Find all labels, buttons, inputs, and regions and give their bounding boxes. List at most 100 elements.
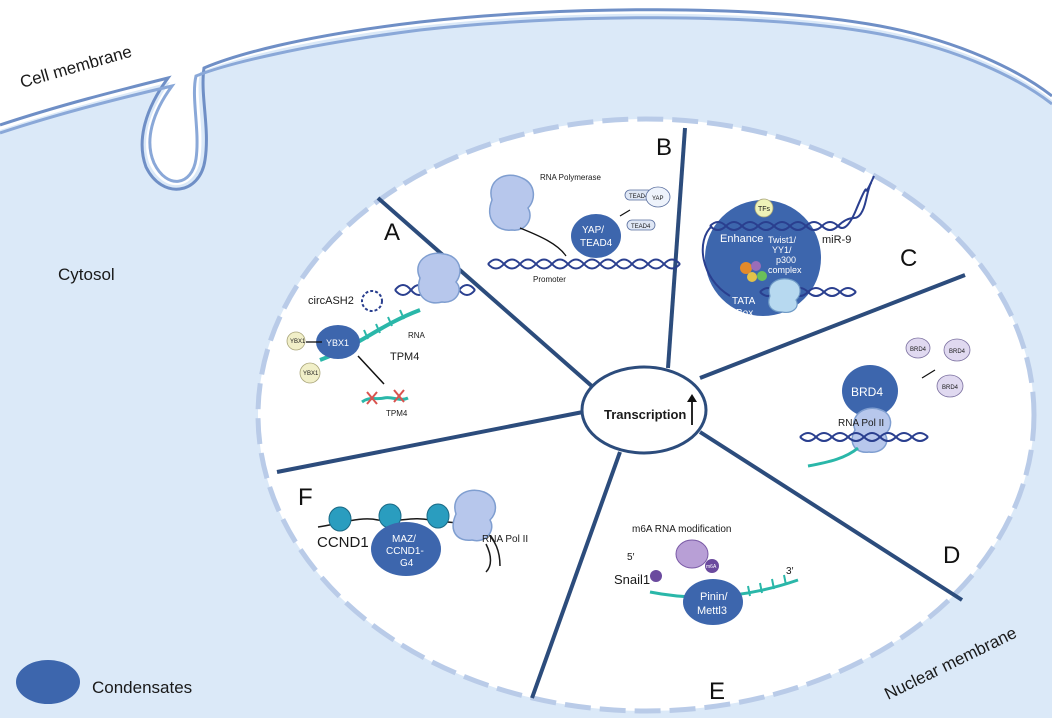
panel-a: A circASH2 RNA YBX1 TPM4 YBX1 YBX1: [286, 219, 476, 418]
tpm4-label-bottom: TPM4: [386, 409, 408, 418]
maz-line2: CCND1-: [386, 546, 424, 557]
ybx1-condensate-label: YBX1: [326, 338, 349, 348]
promoter-label: Promoter: [533, 275, 566, 284]
five-prime-label: 5′: [627, 552, 635, 563]
ybx1-small-2: [299, 362, 321, 384]
dna-helix-b: [487, 258, 681, 270]
circash2-label: circASH2: [308, 295, 354, 307]
rna-teeth-e: [747, 574, 787, 597]
yap-tead4-line1: YAP/: [582, 225, 604, 236]
nuclear-membrane-dashed: [255, 116, 1037, 714]
rna-polymerase-label: RNA Polymerase: [540, 173, 601, 182]
divider-de: [698, 430, 964, 602]
brd4-small-3: [936, 374, 964, 398]
condensates-legend-icon: [16, 660, 80, 704]
condensates-label: Condensates: [92, 678, 192, 697]
panel-c-letter: C: [900, 245, 917, 272]
mir9-label: miR-9: [822, 234, 851, 246]
divider-bc: [666, 127, 687, 369]
rna-polymerase-b: [489, 174, 535, 231]
rna-pol-d-label: RNA Pol II: [838, 418, 884, 429]
tfs-icon: [754, 198, 774, 218]
complex-line1: Twist1/: [768, 235, 797, 245]
brd4-condensate-label: BRD4: [851, 385, 883, 399]
panel-d: D BRD4 BRD4 BRD4 BRD4 RNA Pol II: [799, 337, 971, 569]
tead4-small-2-label: TEAD4: [631, 224, 651, 230]
panel-d-letter: D: [943, 542, 960, 569]
yap-tead4-line2: TEAD4: [580, 238, 613, 249]
tfs-label: TFs: [758, 206, 771, 213]
panel-a-letter: A: [384, 219, 400, 246]
cell-membrane-inner: [0, 16, 1052, 183]
cross-icon: [366, 389, 405, 405]
complex-line3: p300: [776, 255, 796, 265]
panel-e-letter: E: [709, 678, 725, 705]
tead4-small-2: [626, 219, 656, 231]
divider-ef: [530, 451, 622, 699]
brd4-small-1: [905, 337, 931, 359]
arrow-degrade: [357, 355, 385, 385]
rna-polymerase-f: [452, 489, 497, 542]
rna-strand-d: [807, 446, 859, 468]
ybx1-condensate: [316, 325, 360, 359]
panel-f-letter: F: [298, 484, 313, 511]
m6a-tag-label: m6A: [706, 564, 717, 570]
rna-label-a: RNA: [408, 331, 426, 340]
dna-loop-c: [701, 225, 731, 297]
panel-e: E m6A RNA modification m6A 5′ 3′ Snail1 …: [614, 524, 799, 705]
ccnd1-label: CCND1: [317, 534, 369, 551]
brd4-small-2-label: BRD4: [949, 349, 966, 355]
c-condensate: [705, 200, 821, 316]
transcription-label: Transcription: [604, 407, 686, 422]
m6a-mark-icon-2: [650, 570, 662, 582]
transcription-node: [580, 365, 708, 455]
enhance-label: Enhance: [720, 233, 763, 245]
arrow-pol-to-dna: [519, 227, 567, 257]
divider-cd: [699, 273, 966, 380]
brd4-small-2: [943, 338, 971, 362]
cytosol-label: Cytosol: [58, 265, 115, 284]
up-arrow-icon: [687, 394, 697, 425]
pinin-line2: Mettl3: [697, 605, 727, 617]
panel-c: C TFs Enhance Twist1/ YY1/ p300 complex …: [701, 175, 917, 319]
rna-pol-f-label: RNA Pol II: [482, 534, 528, 545]
dna-helix-d: [799, 432, 929, 442]
divider-fa: [276, 410, 584, 474]
divider-ab: [376, 196, 596, 390]
yap-small: [645, 186, 671, 208]
ybx1-small-1-label: YBX1: [290, 339, 306, 345]
tata-line2: Box: [736, 308, 753, 319]
panel-f: F CCND1 MAZ/ CCND1- G4 RNA Pol II: [298, 484, 528, 576]
complex-line2: YY1/: [772, 245, 792, 255]
maz-line1: MAZ/: [392, 534, 416, 545]
maz-line3: G4: [400, 558, 414, 569]
writer-protein-icon: [675, 539, 709, 569]
yap-tead4-condensate: [571, 214, 621, 258]
panel-b: B RNA Polymerase Promoter YAP/ TEAD4 TEA…: [487, 134, 681, 284]
yap-small-label: YAP: [652, 196, 664, 202]
brd4-small-1-label: BRD4: [910, 347, 927, 353]
brd4-condensate: [842, 365, 898, 417]
m6a-mark-icon: [705, 559, 719, 573]
arrow-brd4-in: [921, 369, 936, 379]
snail1-label: Snail1: [614, 572, 650, 587]
circash2-icon: [361, 290, 383, 312]
nucleosome-icons: [328, 503, 450, 532]
pinin-line1: Pinin/: [700, 591, 728, 603]
brd4-small-3-label: BRD4: [942, 385, 959, 391]
three-prime-label: 3′: [786, 566, 794, 577]
pinin-mettl3-condensate: [683, 579, 743, 625]
arrow-tead4-in: [619, 209, 631, 217]
dna-helix-c-top: [709, 175, 875, 231]
rna-polymerase-c: [768, 278, 801, 313]
ybx1-small-1: [286, 331, 306, 351]
complex-line4: complex: [768, 265, 802, 275]
tpm4-label-top: TPM4: [390, 351, 419, 363]
tead4-small-1-label: TEAD4: [629, 194, 649, 200]
tf-complex-icon: [740, 261, 767, 282]
rna-polymerase-a: [417, 252, 461, 304]
ybx1-small-2-label: YBX1: [303, 371, 319, 377]
rna-polymerase-d: [851, 407, 892, 453]
